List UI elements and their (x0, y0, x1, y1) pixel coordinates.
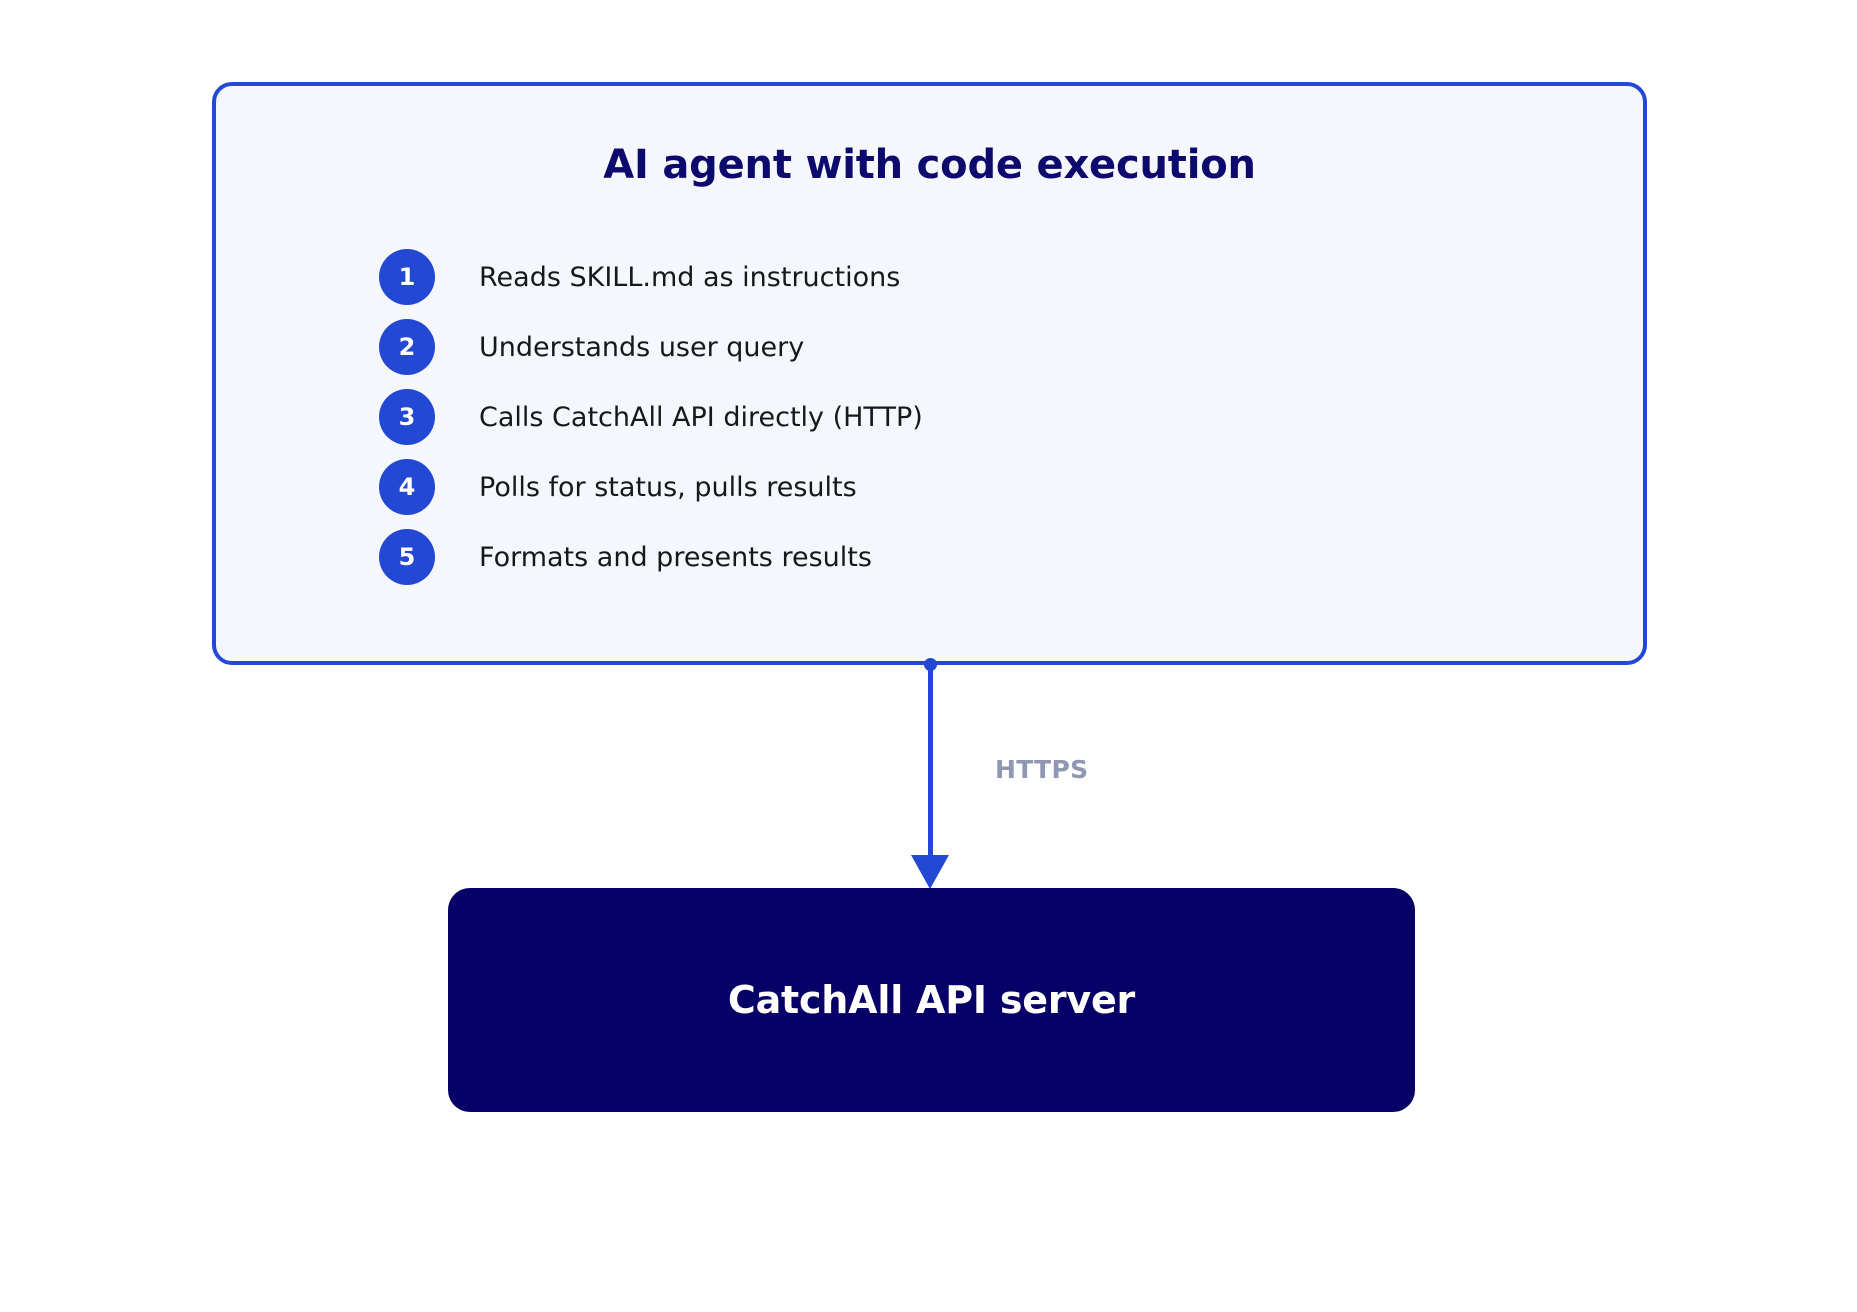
agent-steps-list: 1 Reads SKILL.md as instructions 2 Under… (379, 242, 1479, 592)
step-number-badge: 3 (379, 389, 435, 445)
list-item: 4 Polls for status, pulls results (379, 452, 1479, 522)
arrow-down-icon (911, 855, 949, 889)
server-box: CatchAll API server (448, 888, 1415, 1112)
agent-box-title: AI agent with code execution (603, 142, 1256, 188)
step-number-badge: 5 (379, 529, 435, 585)
step-number-badge: 1 (379, 249, 435, 305)
step-label: Polls for status, pulls results (479, 471, 857, 503)
step-label: Understands user query (479, 331, 805, 363)
server-box-title: CatchAll API server (727, 978, 1136, 1022)
connector-line (928, 661, 933, 861)
list-item: 1 Reads SKILL.md as instructions (379, 242, 1479, 312)
step-number-badge: 4 (379, 459, 435, 515)
agent-box: AI agent with code execution 1 Reads SKI… (212, 82, 1647, 665)
step-label: Formats and presents results (479, 541, 872, 573)
list-item: 2 Understands user query (379, 312, 1479, 382)
step-label: Reads SKILL.md as instructions (479, 261, 901, 293)
list-item: 5 Formats and presents results (379, 522, 1479, 592)
step-number-badge: 2 (379, 319, 435, 375)
connector-label-https: HTTPS (995, 755, 1089, 784)
step-label: Calls CatchAll API directly (HTTP) (479, 401, 923, 433)
list-item: 3 Calls CatchAll API directly (HTTP) (379, 382, 1479, 452)
